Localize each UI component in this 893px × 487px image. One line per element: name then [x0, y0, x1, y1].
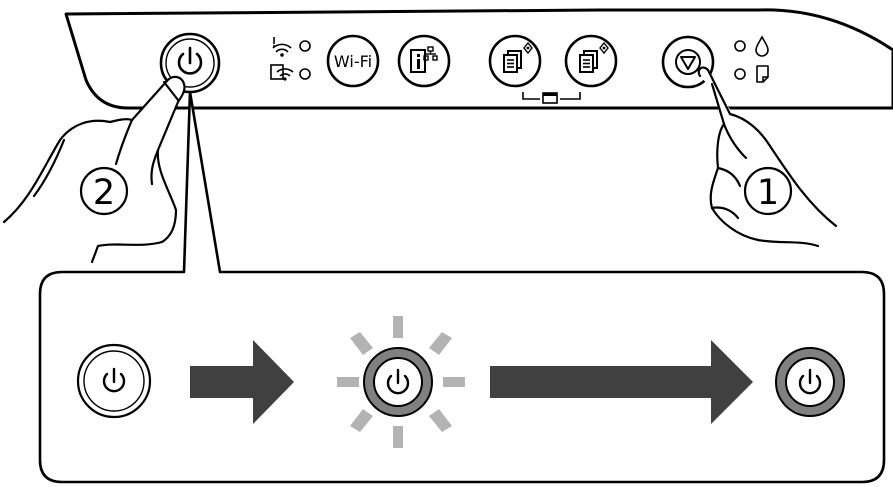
stop-icon	[675, 49, 701, 75]
short-arrow	[190, 340, 294, 424]
copy-bracket	[522, 92, 581, 104]
paper-icon	[756, 65, 769, 83]
wifi-icon	[272, 37, 292, 57]
flash-rays	[337, 316, 465, 448]
wifi-button[interactable]: Wi-Fi	[326, 34, 380, 88]
power-icon	[102, 367, 126, 393]
wifi-direct-led	[299, 68, 311, 80]
info-network-icon	[410, 46, 438, 73]
ink-led	[734, 40, 746, 52]
step-1-marker: 1	[743, 166, 793, 216]
wifi-direct-light	[270, 64, 311, 81]
copy-bw-button[interactable]	[488, 34, 542, 88]
copy-bw-icon	[503, 41, 533, 73]
wifi-direct-icon	[270, 64, 294, 81]
wifi-light	[272, 37, 311, 57]
power-icon	[386, 368, 410, 395]
paper-light	[734, 65, 769, 83]
wifi-button-label: Wi-Fi	[334, 52, 372, 71]
right-hand	[697, 66, 838, 248]
copy-color-button[interactable]	[564, 34, 618, 88]
power-icon	[177, 46, 203, 75]
ink-light	[734, 35, 769, 57]
paper-size-icon	[542, 92, 558, 104]
wifi-led	[299, 40, 311, 52]
paper-led	[734, 68, 746, 80]
power-light-on	[775, 347, 845, 417]
callout	[38, 90, 886, 484]
step-2-marker: 2	[79, 166, 129, 216]
power-light-off	[76, 343, 152, 419]
step-2-number: 2	[93, 173, 115, 213]
ink-drop-icon	[755, 35, 769, 57]
network-status-button[interactable]	[397, 34, 451, 88]
control-panel: Wi-Fi	[64, 8, 893, 110]
copy-color-icon	[579, 41, 609, 73]
long-arrow	[490, 340, 753, 424]
power-light-flashing	[337, 316, 465, 448]
step-1-number: 1	[757, 173, 779, 213]
callout-box	[38, 90, 886, 484]
power-icon	[798, 368, 822, 395]
